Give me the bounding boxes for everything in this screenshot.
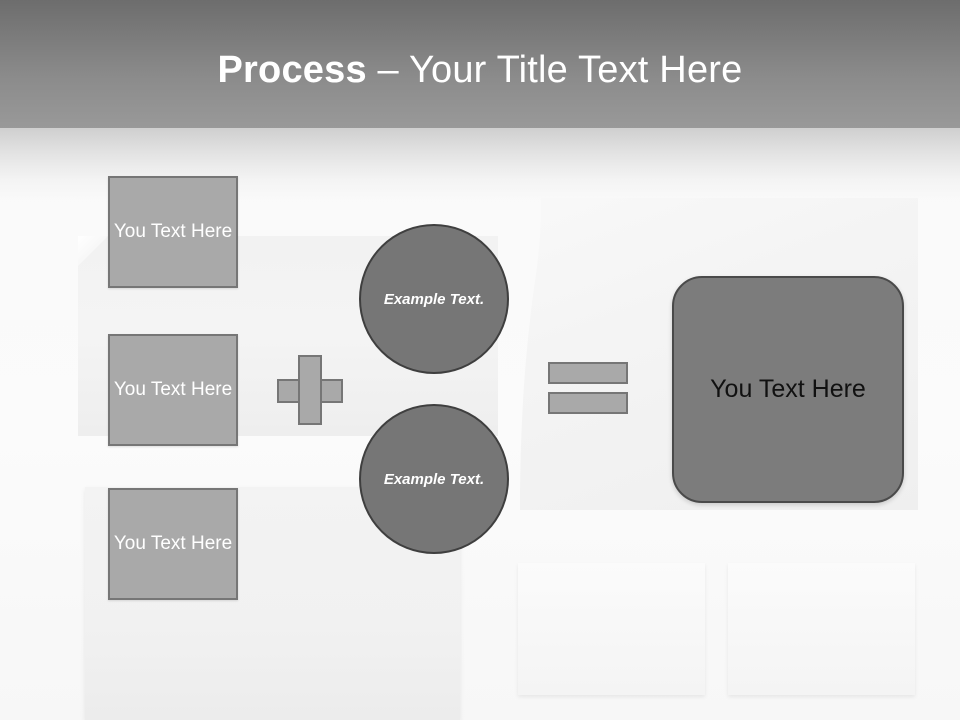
example-circle-2-label: Example Text. [383, 470, 485, 488]
example-circle-2[interactable]: Example Text. [359, 404, 509, 554]
paper-sheet-bottom-right-1 [518, 563, 705, 695]
plus-icon [277, 355, 343, 425]
input-box-2[interactable]: You Text Here [108, 334, 238, 446]
input-box-2-label: You Text Here [113, 379, 233, 400]
title-band [0, 0, 960, 128]
page-title-rest: – Your Title Text Here [366, 49, 743, 91]
plus-icon-center-fill [300, 381, 320, 401]
equals-icon [548, 362, 628, 414]
input-box-1[interactable]: You Text Here [108, 176, 238, 288]
page-title: Process – Your Title Text Here [0, 46, 960, 94]
paper-sheet-bottom-right-2 [728, 563, 915, 695]
equals-icon-bottom-bar [548, 392, 628, 414]
input-box-3-label: You Text Here [113, 533, 233, 554]
input-box-1-label: You Text Here [113, 221, 233, 242]
example-circle-1[interactable]: Example Text. [359, 224, 509, 374]
equals-icon-top-bar [548, 362, 628, 384]
result-box-label: You Text Here [710, 375, 866, 403]
example-circle-1-label: Example Text. [383, 290, 485, 308]
result-box[interactable]: You Text Here [672, 276, 904, 503]
input-box-3[interactable]: You Text Here [108, 488, 238, 600]
page-title-bold: Process [217, 49, 367, 91]
